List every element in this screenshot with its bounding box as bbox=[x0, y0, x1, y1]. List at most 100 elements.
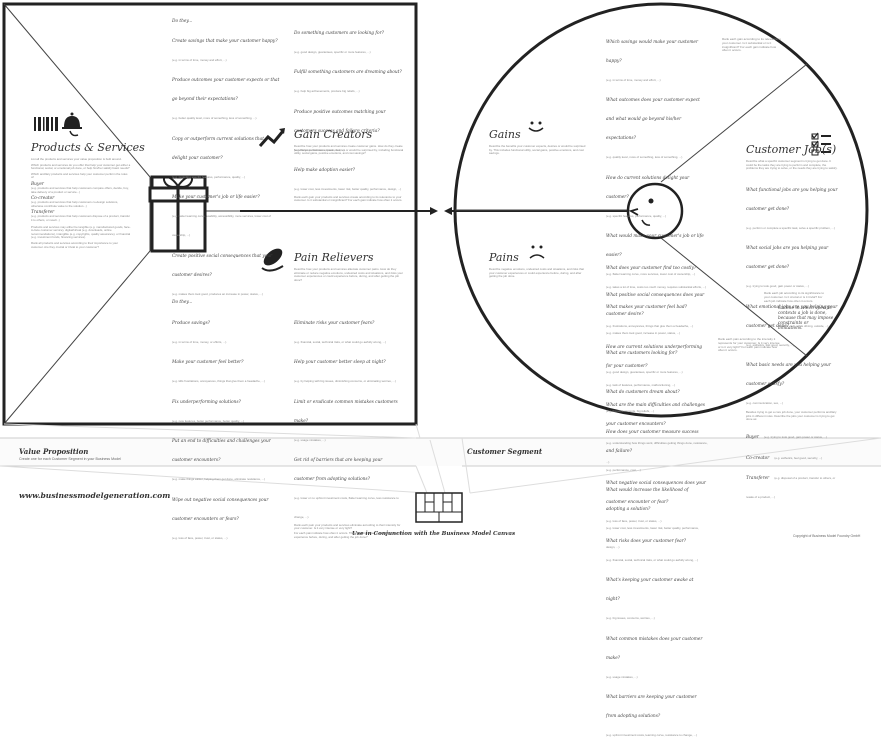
gains-side-note: Rank each gain according to its relevanc… bbox=[722, 37, 782, 53]
trend-up-icon bbox=[258, 126, 286, 148]
pains-q6-example: (e.g. financial, social, technical risks… bbox=[606, 557, 699, 562]
pain-relievers-desc: Describe how your products and services … bbox=[294, 267, 403, 282]
jobs-q4-example: (e.g. communication, sex, ...) bbox=[746, 401, 784, 406]
gains-q2-example: (e.g. quality level, more of something, … bbox=[606, 155, 683, 160]
pains-q8: What common mistakes does your customer … bbox=[606, 636, 703, 661]
products-intro: List all the products and services your … bbox=[31, 157, 122, 161]
pain-reliever-q7: Help your customer better sleep at night… bbox=[294, 360, 386, 366]
jobs-outline: Outline in which specific contexts a job… bbox=[778, 306, 834, 331]
gains-q2: What outcomes does your customer expect … bbox=[606, 98, 700, 142]
products-role-transferer-desc: (e.g. products and services that help cu… bbox=[31, 214, 130, 222]
checklist-icon bbox=[811, 132, 831, 156]
pain-relievers-note-2: For each pain indicate how often it occu… bbox=[294, 531, 403, 539]
gains-q3: How do current solutions delight your cu… bbox=[606, 175, 690, 200]
products-intro-2: Which products and services do you offer… bbox=[31, 162, 131, 171]
gain-q4-example: (e.g. flatter learning curve, usability,… bbox=[172, 214, 271, 238]
footer-note: Use in Conjunction with the Business Mod… bbox=[352, 531, 516, 537]
pains-questions: What does your customer find too costly?… bbox=[606, 254, 708, 742]
jobs-q2: What social jobs are you helping your cu… bbox=[746, 246, 829, 271]
pain-relievers-right-questions: Eliminate risks your customer fears? (e.g… bbox=[294, 309, 404, 541]
jobs-role-transferer-desc: (e.g. disposal of a product, transfer to… bbox=[746, 476, 836, 500]
jobs-q4: What basic needs are you helping your cu… bbox=[746, 363, 831, 388]
products-outro-2: Rank all products and services according… bbox=[31, 240, 119, 249]
pains-desc: Describe negative emotions, undesired co… bbox=[489, 267, 584, 279]
customer-face-icon bbox=[626, 182, 684, 240]
gains-questions: Which savings would make your customer h… bbox=[606, 28, 706, 554]
website-url: www.businessmodelgeneration.com bbox=[19, 491, 171, 500]
gain-creators-note: Rank each gain your products and service… bbox=[294, 194, 403, 203]
pains-q8-example: (e.g. usage mistakes, ...) bbox=[606, 674, 638, 679]
value-proposition-sub: Create one for each Customer Segment in … bbox=[19, 457, 121, 461]
products-outro: Products and services may either be tang… bbox=[31, 224, 131, 240]
value-map-diagonal-bottom bbox=[3, 250, 151, 425]
gain-creators-desc: Describe how your products and services … bbox=[294, 144, 404, 156]
pains-q9: What barriers are keeping your customer … bbox=[606, 695, 697, 720]
products-role-transferer: Transferer bbox=[31, 210, 55, 216]
pain-reliever-q3-example: (e.g. new features, better performance, … bbox=[172, 418, 245, 423]
gain-q1: Create savings that make your customer h… bbox=[172, 39, 278, 44]
canvas-drawing bbox=[0, 2, 881, 523]
gains-q5: What positive social consequences does y… bbox=[606, 292, 705, 317]
pains-q7: What's keeping your customer awake at ni… bbox=[606, 578, 694, 603]
pain-reliever-q6-example: (e.g. financial, social, technical risks… bbox=[294, 340, 387, 344]
pains-q1: What does your customer find too costly? bbox=[606, 266, 697, 271]
gain-q8: Produce positive outcomes matching your … bbox=[294, 109, 386, 134]
pain-reliever-q2-example: (e.g. kills frustrations, annoyances, th… bbox=[172, 379, 265, 384]
gains-q6-example: (e.g. good design, guarantees, specific … bbox=[606, 369, 683, 374]
pain-reliever-q8: Limit or eradicate common mistakes custo… bbox=[294, 399, 398, 424]
pain-relievers-lead: Do they... bbox=[172, 300, 193, 305]
pain-reliever-q4-example: (e.g. make things easier, helping them g… bbox=[172, 477, 266, 482]
gain-q8-example: (e.g. better performance, lower cost, ..… bbox=[294, 147, 345, 152]
pains-q4-example: (e.g. understanding how things work, dif… bbox=[606, 441, 708, 465]
pain-reliever-q6: Eliminate risks your customer fears? bbox=[294, 321, 375, 326]
products-services-text: List all the products and services your … bbox=[31, 157, 131, 249]
customer-jobs-title: Customer Job(s) bbox=[746, 143, 837, 156]
gains-q4-example: (e.g. flatter learning curve, more servi… bbox=[606, 272, 696, 277]
gain-q3-example: (e.g. regarding specific features, perfo… bbox=[172, 174, 246, 179]
pain-reliever-q3: Fix underperforming solutions? bbox=[172, 399, 241, 405]
gains-q8-example: (e.g. performance, cost, ...) bbox=[606, 467, 641, 472]
pain-relievers-note: Rank each pain your products and service… bbox=[294, 522, 401, 531]
jobs-q3: What emotional jobs are you helping your… bbox=[746, 304, 838, 329]
value-map-frame bbox=[2, 2, 418, 426]
gain-q6-example: (e.g. good design, guarantees, specific … bbox=[294, 50, 371, 54]
pain-relievers-left-questions: Produce savings?(e.g. in terms of time, … bbox=[172, 309, 280, 544]
gain-q6: Do something customers are looking for? bbox=[294, 31, 384, 36]
gain-q7-example: (e.g. help big achievements, produce big… bbox=[294, 89, 360, 94]
pain-relievers-title: Pain Relievers bbox=[294, 251, 374, 264]
jobs-q2-example: (e.g. trying to look good, gain power or… bbox=[746, 284, 809, 289]
jobs-role-buyer-desc: (e.g. trying to look good, gain power or… bbox=[764, 435, 827, 440]
gift-icon bbox=[148, 175, 209, 253]
barcode-icon bbox=[34, 117, 58, 131]
products-role-cocreator: Co-creator bbox=[31, 196, 55, 202]
pain-reliever-q1-example: (e.g. in terms of time, money, or effort… bbox=[172, 340, 227, 344]
jobs-q3-example: (e.g. esthetics, feel good, security, ..… bbox=[746, 342, 794, 347]
jobs-role-transferer: Transferer bbox=[746, 476, 770, 482]
gains-q1-example: (e.g. in terms of time, money and effort… bbox=[606, 78, 661, 82]
pill-icon bbox=[261, 248, 284, 272]
gain-creators-right-questions: Do something customers are looking for? (… bbox=[294, 19, 404, 204]
pain-reliever-q4: Put an end to difficulties and challenge… bbox=[172, 439, 271, 464]
pains-q5-example: (e.g. loss of face, power, trust, or sta… bbox=[606, 518, 662, 523]
jobs-role-buyer: Buyer bbox=[746, 435, 759, 441]
gain-q4: Make your customer's job or life easier? bbox=[172, 195, 260, 201]
jobs-outline-example: (e.g. while driving, outside, ...) bbox=[790, 324, 829, 328]
gain-creators-lead: Do they... bbox=[172, 19, 193, 24]
customer-segment-label: Customer Segment bbox=[467, 447, 543, 456]
pain-reliever-q9-example: (e.g. lower or no upfront investment cos… bbox=[294, 496, 399, 520]
gain-q1-example: (e.g. in terms of time, money and effort… bbox=[172, 58, 227, 62]
pain-reliever-q2: Make your customer feel better? bbox=[172, 360, 244, 366]
arrow-right-icon bbox=[430, 207, 438, 215]
pains-q6: What risks does your customer fear? bbox=[606, 538, 687, 544]
service-bell-icon bbox=[62, 112, 82, 137]
value-map-diagonal-top bbox=[3, 3, 151, 178]
gains-q7-example: (e.g. big achievements, big reliefs, ...… bbox=[606, 409, 655, 414]
pains-q3: How are current solutions underperformin… bbox=[606, 344, 702, 369]
jobs-q1: What functional jobs are you helping you… bbox=[746, 188, 838, 212]
gain-q3: Copy or outperform current solutions tha… bbox=[172, 136, 264, 161]
pains-q7-example: (e.g. big issues, concerns, worries, ...… bbox=[606, 616, 655, 621]
pains-q1-example: (e.g. takes a lot of time, costs too muc… bbox=[606, 285, 706, 289]
jobs-q1-example: (e.g. perform or complete a specific tas… bbox=[746, 226, 835, 230]
gains-q4: What would make your customer's job or l… bbox=[606, 234, 704, 259]
gains-desc: Describe the benefits your customer expe… bbox=[489, 144, 586, 156]
